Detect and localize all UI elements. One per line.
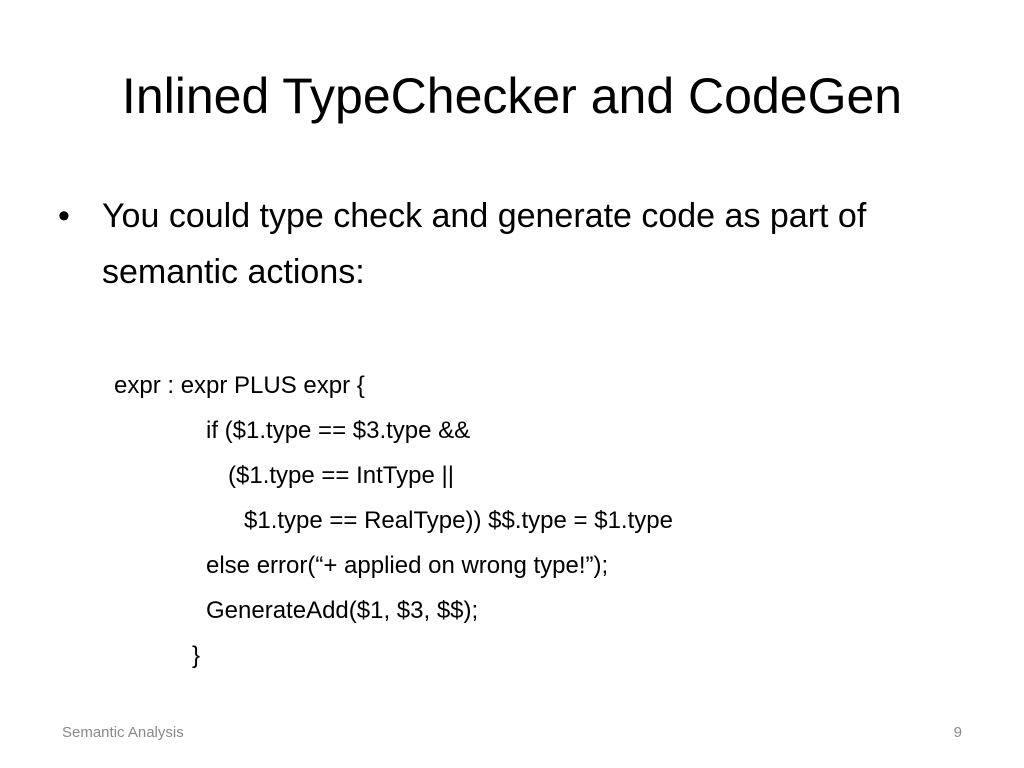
code-line: ($1.type == IntType || [228,462,454,489]
code-line: } [192,642,201,669]
page-number: 9 [953,724,962,741]
code-line: if ($1.type == $3.type && [206,417,471,444]
code-line: else error(“+ applied on wrong type!”); [206,552,609,579]
bullet-text: You could type check and generate code a… [102,197,867,291]
code-line: expr : expr PLUS expr { [114,372,365,399]
code-line: $1.type == RealType)) $$.type = $1.type [244,507,673,534]
footer-label: Semantic Analysis [62,724,184,741]
slide-title: Inlined TypeChecker and CodeGen [121,68,903,124]
bullet-dot-icon: • [58,197,70,235]
code-line: GenerateAdd($1, $3, $$); [206,597,479,624]
